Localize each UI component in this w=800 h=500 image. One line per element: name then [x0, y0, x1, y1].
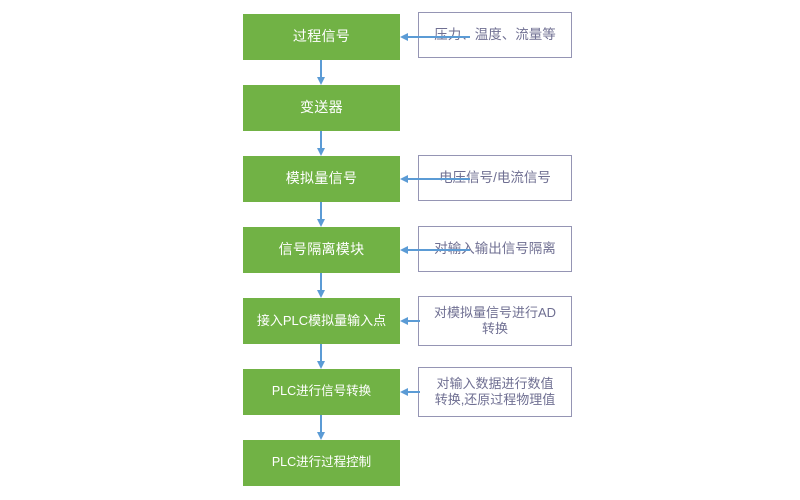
- step-box-analog-signal[interactable]: 模拟量信号: [243, 156, 400, 202]
- arrow-note-to-analog-signal: [408, 178, 470, 180]
- note-label-plc-signal-convert: 对输入数据进行数值 转换,还原过程物理值: [434, 375, 556, 407]
- note-label-isolation-module: 对输入输出信号隔离: [434, 240, 556, 256]
- step-box-plc-analog-input[interactable]: 接入PLC模拟量输入点: [243, 298, 400, 344]
- note-label-process-signal: 压力、温度、流量等: [434, 26, 556, 42]
- note-box-plc-signal-convert[interactable]: 对输入数据进行数值 转换,还原过程物理值: [418, 367, 572, 417]
- step-box-process-signal[interactable]: 过程信号: [243, 14, 400, 60]
- step-label-process-signal: 过程信号: [292, 28, 351, 45]
- arrow-isolation-to-plc-input: [320, 273, 322, 291]
- step-label-plc-signal-convert: PLC进行信号转换: [271, 384, 372, 399]
- arrow-plc-input-to-signal-convert: [320, 344, 322, 362]
- arrow-process-signal-to-transmitter: [320, 60, 322, 78]
- step-label-transmitter: 变送器: [300, 99, 343, 116]
- arrow-note-to-plc-analog-input: [408, 320, 420, 322]
- step-box-plc-process-control[interactable]: PLC进行过程控制: [243, 440, 400, 486]
- step-box-isolation-module[interactable]: 信号隔离模块: [243, 227, 400, 273]
- step-label-plc-analog-input: 接入PLC模拟量输入点: [256, 312, 387, 328]
- arrow-transmitter-to-analog-signal: [320, 131, 322, 149]
- step-box-transmitter[interactable]: 变送器: [243, 85, 400, 131]
- step-box-plc-signal-convert[interactable]: PLC进行信号转换: [243, 369, 400, 415]
- note-label-analog-signal: 电压信号/电流信号: [439, 169, 551, 185]
- arrow-analog-signal-to-isolation: [320, 202, 322, 220]
- note-label-plc-analog-input: 对模拟量信号进行AD 转换: [433, 304, 557, 336]
- step-label-analog-signal: 模拟量信号: [285, 170, 358, 187]
- step-label-isolation-module: 信号隔离模块: [278, 241, 365, 258]
- arrow-note-to-process-signal: [408, 36, 470, 38]
- note-box-plc-analog-input[interactable]: 对模拟量信号进行AD 转换: [418, 296, 572, 346]
- arrow-note-to-isolation-module: [408, 249, 470, 251]
- arrow-note-to-plc-signal-convert: [408, 391, 420, 393]
- arrow-signal-convert-to-process-control: [320, 415, 322, 433]
- note-box-process-signal[interactable]: 压力、温度、流量等: [418, 12, 572, 58]
- step-label-plc-process-control: PLC进行过程控制: [271, 455, 372, 470]
